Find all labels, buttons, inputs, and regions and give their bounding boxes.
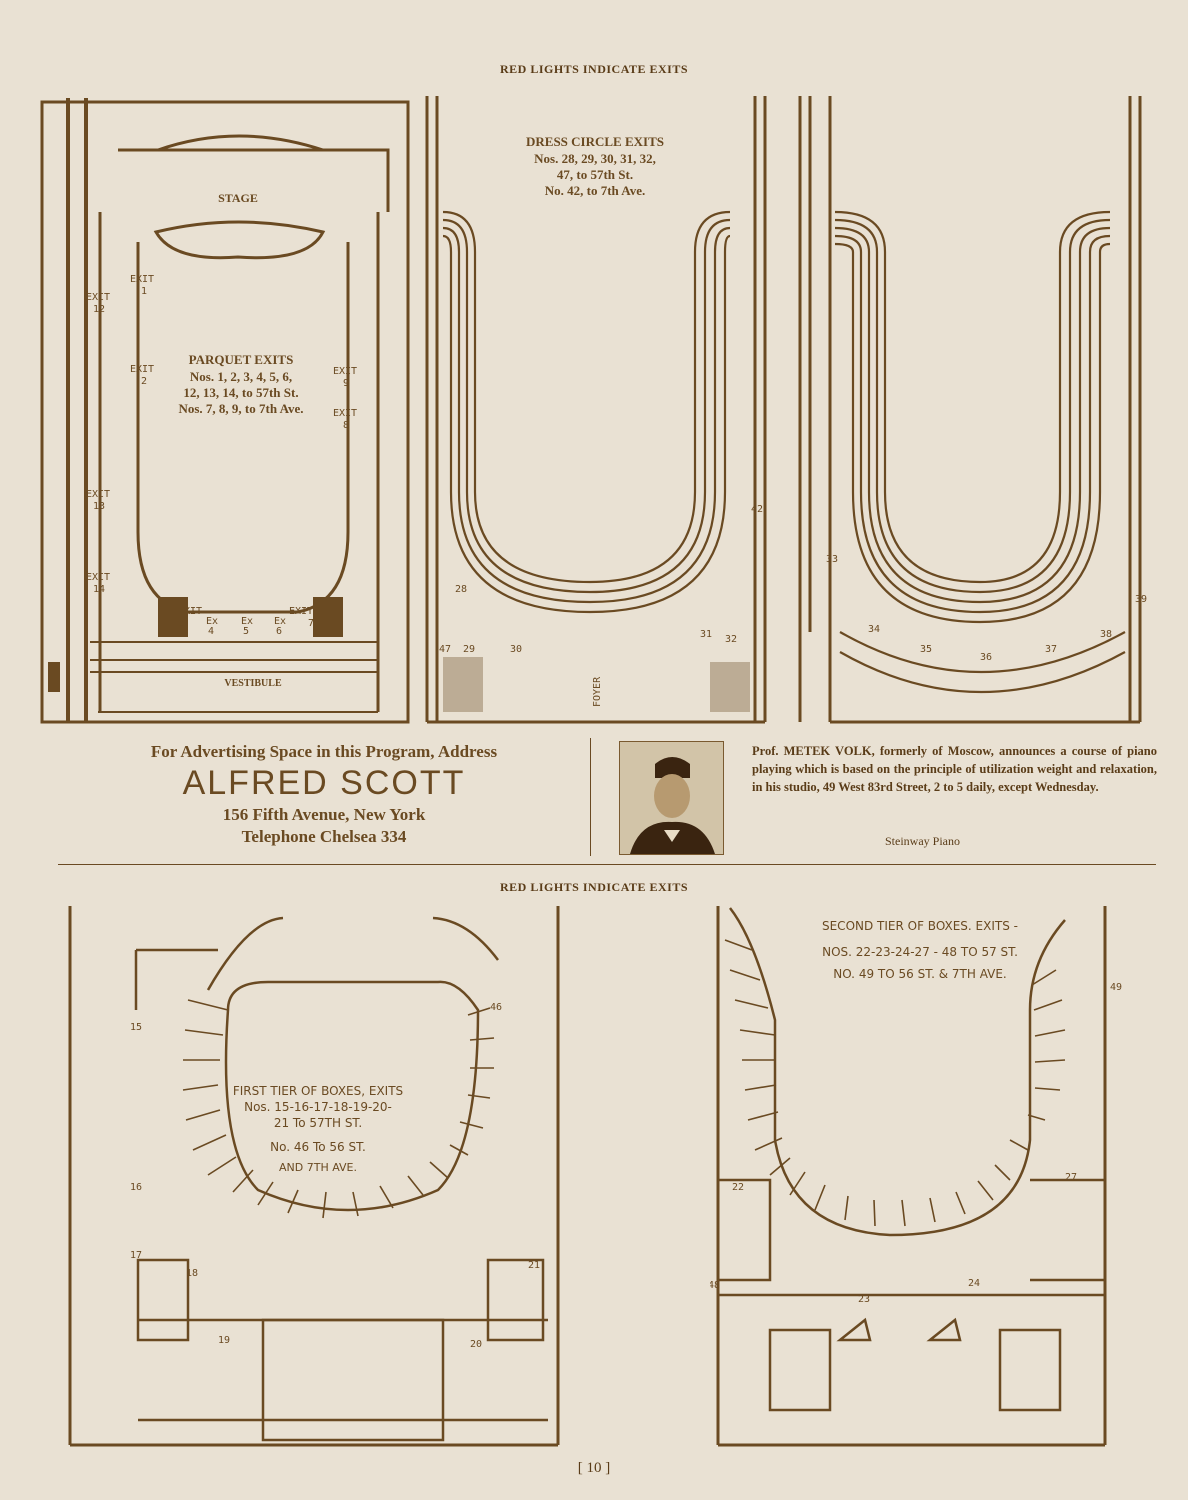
volk-signature: Steinway Piano — [885, 834, 960, 848]
exit-1: 1 — [141, 286, 147, 297]
exit-word-3: EXIT — [178, 606, 202, 617]
second-tier-line2: NOS. 22-23-24-27 - 48 TO 57 ST. — [822, 945, 1018, 959]
exit-word-2: EXIT — [130, 364, 154, 375]
first-tier-line3: 21 To 57TH ST. — [274, 1116, 362, 1130]
exit-15: 15 — [130, 1022, 142, 1033]
exit-46: 46 — [490, 1002, 502, 1013]
exit-23: 23 — [858, 1294, 870, 1305]
stage-label: STAGE — [218, 191, 258, 205]
exit-27: 27 — [1065, 1172, 1077, 1183]
exit-38: 38 — [1100, 629, 1112, 640]
first-tier-line2: Nos. 15-16-17-18-19-20- — [244, 1100, 392, 1114]
parquet-line3: Nos. 7, 8, 9, to 7th Ave. — [178, 401, 303, 416]
exit-28: 28 — [455, 584, 467, 595]
dress-circle-line2: 47, to 57th St. — [557, 167, 633, 182]
exit-13: 13 — [93, 501, 105, 512]
parquet-line1: Nos. 1, 2, 3, 4, 5, 6, — [190, 369, 292, 384]
exit-21: 21 — [528, 1260, 540, 1271]
exit-35: 35 — [920, 644, 932, 655]
exit-word-1: EXIT — [130, 274, 154, 285]
exit-9: 9 — [343, 378, 349, 389]
section-divider — [58, 864, 1156, 865]
exit-29: 29 — [463, 644, 475, 655]
parquet-floor-plan: STAGE PARQUET EXITS Nos. 1, 2, 3, 4, 5, … — [40, 98, 410, 724]
ex-word-5: Ex — [241, 616, 253, 627]
dress-circle-line1: Nos. 28, 29, 30, 31, 32, — [534, 151, 656, 166]
parquet-line2: 12, 13, 14, to 57th St. — [183, 385, 298, 400]
first-tier-line1: FIRST TIER OF BOXES, EXITS — [233, 1084, 403, 1098]
exit-8: 8 — [343, 420, 349, 431]
exit-48: 48 — [710, 1280, 720, 1291]
dress-circle-floor-plan: DRESS CIRCLE EXITS Nos. 28, 29, 30, 31, … — [425, 96, 767, 724]
exit-37: 37 — [1045, 644, 1057, 655]
volk-announcement: Prof. METEK VOLK, formerly of Moscow, an… — [752, 744, 1157, 794]
exit-47: 47 — [439, 644, 451, 655]
first-tier-floor-plan: FIRST TIER OF BOXES, EXITS Nos. 15-16-17… — [68, 906, 560, 1447]
foyer-label: FOYER — [592, 676, 603, 707]
dress-circle-title: DRESS CIRCLE EXITS — [526, 134, 664, 149]
exit-39: 39 — [1135, 594, 1147, 605]
top-header: RED LIGHTS INDICATE EXITS — [500, 62, 688, 76]
ad-telephone: Telephone Chelsea 334 — [241, 827, 407, 846]
ex-word-4: Ex — [206, 616, 218, 627]
exit-word-14: EXIT — [86, 572, 110, 583]
exit-5: 5 — [243, 626, 249, 637]
exit-word-13: EXIT — [86, 489, 110, 500]
exit-19: 19 — [218, 1335, 230, 1346]
exit-42: 42 — [751, 504, 763, 515]
exit-12: 12 — [93, 304, 105, 315]
vestibule-label: VESTIBULE — [224, 678, 282, 689]
page-number: [ 10 ] — [577, 1460, 611, 1476]
exit-17: 17 — [130, 1250, 142, 1261]
ad-name: ALFRED SCOTT — [182, 764, 466, 802]
exit-2: 2 — [141, 376, 147, 387]
exit-33: 33 — [826, 554, 838, 565]
bottom-header: RED LIGHTS INDICATE EXITS — [500, 880, 688, 894]
second-tier-line3: NO. 49 TO 56 ST. & 7TH AVE. — [833, 967, 1007, 981]
first-tier-line4: No. 46 To 56 ST. — [270, 1140, 366, 1154]
exit-24: 24 — [968, 1278, 980, 1289]
exit-word-9: EXIT — [333, 366, 357, 377]
exit-20: 20 — [470, 1339, 482, 1350]
portrait-image — [619, 741, 724, 855]
exit-16: 16 — [130, 1182, 142, 1193]
exit-18: 18 — [186, 1268, 198, 1279]
advertising-contact-ad: For Advertising Space in this Program, A… — [58, 742, 590, 847]
exit-36: 36 — [980, 652, 992, 663]
ad-address: 156 Fifth Avenue, New York — [222, 805, 426, 824]
exit-49: 49 — [1110, 982, 1122, 993]
dress-circle-line3: No. 42, to 7th Ave. — [545, 183, 646, 198]
exit-31: 31 — [700, 629, 712, 640]
exit-14: 14 — [93, 584, 105, 595]
second-tier-line1: SECOND TIER OF BOXES. EXITS - — [822, 919, 1018, 933]
second-tier-floor-plan: SECOND TIER OF BOXES. EXITS - NOS. 22-23… — [710, 906, 1122, 1447]
first-tier-line5: AND 7TH AVE. — [279, 1161, 357, 1174]
exit-22: 22 — [732, 1182, 744, 1193]
exit-34: 34 — [868, 624, 880, 635]
ex-word-6: Ex — [274, 616, 286, 627]
exit-30: 30 — [510, 644, 522, 655]
exit-4: 4 — [208, 626, 214, 637]
exit-word-12: EXIT — [86, 292, 110, 303]
exit-word-7: EXIT — [289, 606, 313, 617]
exit-6: 6 — [276, 626, 282, 637]
exit-word-8: EXIT — [333, 408, 357, 419]
exit-3: 3 — [178, 618, 184, 629]
parquet-title: PARQUET EXITS — [189, 352, 294, 367]
balcony-floor-plan: 33 34 35 36 37 38 39 — [798, 96, 1147, 724]
ad-divider — [590, 738, 591, 856]
ad-line1: For Advertising Space in this Program, A… — [150, 742, 498, 761]
exit-32: 32 — [725, 634, 737, 645]
parquet-exit-labels: EXIT 1 EXIT 2 EXIT 3 Ex 4 Ex 5 Ex 6 EXIT… — [86, 274, 357, 637]
exit-7: 7 — [308, 618, 314, 629]
